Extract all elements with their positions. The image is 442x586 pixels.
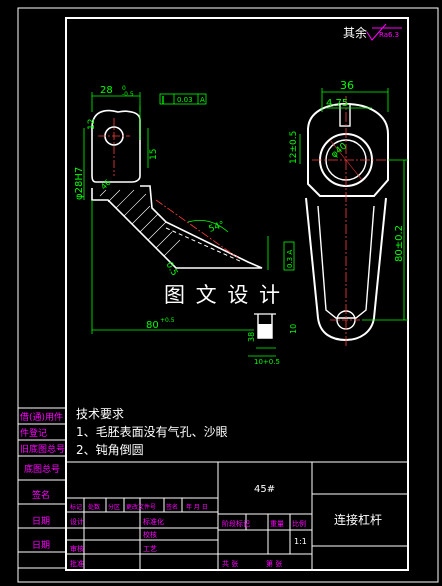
title-block-text: 45# 连接杠杆 1:1 阶段标记 重量 比例 共 张 第 张 标记 处数 分区… <box>70 484 382 568</box>
dim-03a: 0.3 A <box>286 250 294 268</box>
label-stage-mark: 阶段标记 <box>222 519 250 528</box>
label-sheet-b: 第 张 <box>266 559 282 568</box>
tech-line-2: 2、钝角倒圆 <box>76 443 144 457</box>
left-item-6: 日期 <box>32 540 50 551</box>
roughness-value: Ra6.3 <box>379 31 399 39</box>
gdt1-ref: A <box>200 96 205 104</box>
left-column-text: 借(通)用件 件登记 旧底图总号 底图总号 签名 日期 日期 <box>20 411 65 551</box>
title-block-grid <box>65 461 409 571</box>
dim-46: 46 <box>99 178 113 192</box>
label-standardize: 标准化 <box>143 517 164 526</box>
dim-10: 10 <box>289 324 298 334</box>
dim-28: 28 <box>100 85 113 96</box>
label-approve: 批准 <box>70 559 84 568</box>
label-count: 处数 <box>88 503 100 511</box>
left-item-1: 件登记 <box>20 427 47 439</box>
label-review: 审核 <box>70 544 84 553</box>
material: 45# <box>254 484 275 495</box>
left-item-0: 借(通)用件 <box>20 411 63 423</box>
label-sheet-a: 共 张 <box>222 559 238 568</box>
label-design: 设计 <box>70 517 84 526</box>
left-item-4: 签名 <box>32 489 50 501</box>
label-mark: 标记 <box>70 503 82 511</box>
outer-frame <box>17 7 439 583</box>
dim-05: 0.5 <box>163 261 179 278</box>
dim-28-tol-b: -0.5 <box>122 91 134 98</box>
dim-28h7: φ28H7 <box>74 167 85 200</box>
tech-line-1: 1、毛胚表面没有气孔、沙眼 <box>76 424 228 439</box>
gdt1-val: 0.03 <box>177 96 193 104</box>
roughness-symbol-icon <box>366 23 402 41</box>
section-detail: 38 10 10+0.5 <box>247 313 298 366</box>
part-name: 连接杠杆 <box>334 512 382 527</box>
left-view <box>91 109 263 269</box>
label-ratio: 比例 <box>292 519 306 528</box>
label-date: 年 月 日 <box>186 503 208 511</box>
left-view-dimensions <box>83 92 295 334</box>
label-craft: 工艺 <box>143 545 157 553</box>
gdt1-sym: ∥ <box>161 95 165 104</box>
dim-80: 80 <box>146 320 159 331</box>
dim-12: 12 <box>87 119 97 130</box>
label-sign: 签名 <box>166 503 178 511</box>
dim-80-tol: +0.5 <box>160 317 175 324</box>
dim-28-tol: 0 <box>122 85 126 92</box>
label-check: 校核 <box>143 530 157 539</box>
left-item-2: 旧底图总号 <box>20 443 65 455</box>
label-zone: 分区 <box>108 503 120 511</box>
dim-36: 36 <box>340 79 354 92</box>
roughness-prefix: 其余 <box>343 25 367 40</box>
dim-12b: 12±0.5 <box>289 131 299 164</box>
left-item-5: 日期 <box>32 516 50 527</box>
dim-80b: 80±0.2 <box>394 225 405 262</box>
label-weight: 重量 <box>270 520 284 528</box>
right-view <box>305 96 390 346</box>
dim-15: 15 <box>149 149 159 160</box>
scale: 1:1 <box>294 537 307 546</box>
dim-40: φ40 <box>330 141 350 160</box>
right-view-dimensions <box>299 88 408 321</box>
label-change-doc: 更改文件号 <box>126 503 156 511</box>
dim-10b: 10+0.5 <box>254 358 280 366</box>
left-item-3: 底图总号 <box>24 463 60 475</box>
dim-475: 4.75 <box>326 98 348 109</box>
tech-heading: 技术要求 <box>76 407 124 421</box>
dim-38: 38 <box>247 332 256 342</box>
watermark: 图 文 设 计 <box>164 283 282 307</box>
